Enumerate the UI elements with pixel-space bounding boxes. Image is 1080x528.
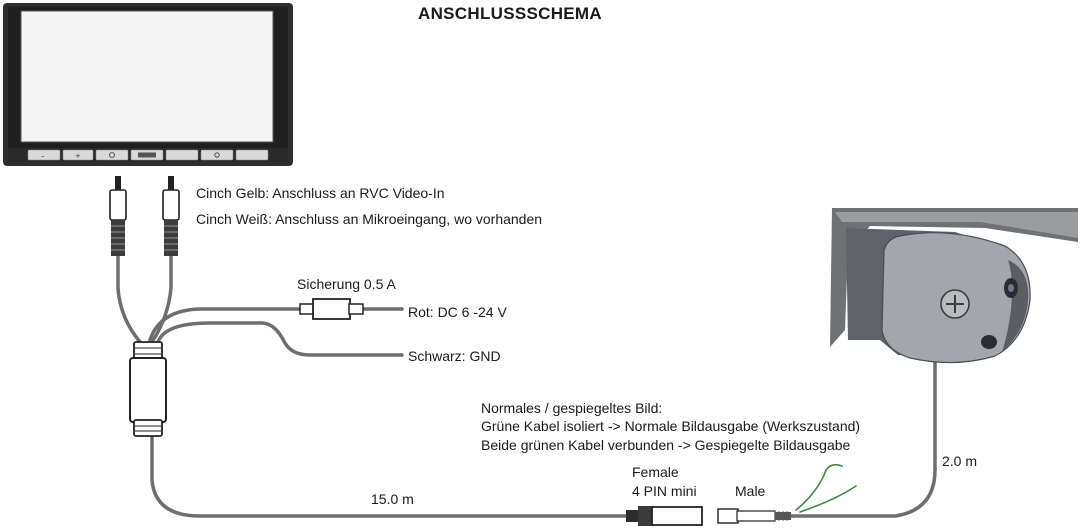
- cinch-plug-yellow: [109, 176, 127, 256]
- cable-camera-2m: [788, 350, 937, 518]
- monitor-button-power: [95, 149, 129, 161]
- lens-reflection: [1008, 284, 1014, 292]
- cable-cinch-yellow: [116, 252, 142, 344]
- label-female-4pin: 4 PIN mini: [632, 483, 697, 499]
- label-male: Male: [735, 483, 766, 499]
- cable-splitter: [129, 341, 167, 437]
- label-mirror-title: Normales / gespiegeltes Bild:: [481, 400, 663, 416]
- cinch-plug-white: [162, 176, 180, 256]
- camera-face: [1002, 260, 1029, 352]
- label-female: Female: [632, 464, 679, 480]
- diagram-title: ANSCHLUSSSCHEMA: [418, 4, 602, 23]
- monitor-button-menu: [235, 149, 269, 161]
- camera-ir-led: [981, 335, 997, 349]
- monitor-button-minus: [27, 149, 61, 161]
- label-cinch-white: Cinch Weiß: Anschluss an Mikroeingang, w…: [196, 211, 543, 227]
- label-red-power: Rot: DC 6 -24 V: [408, 304, 507, 320]
- label-length-main: 15.0 m: [371, 491, 414, 507]
- power-icon: [109, 152, 115, 158]
- monitor-button-mode: [200, 149, 234, 161]
- rear-camera: [830, 208, 1078, 364]
- source-icon: [138, 152, 156, 158]
- monitor-button-mic: [165, 149, 199, 161]
- minus-glyph: –: [41, 152, 45, 160]
- cable-cinch-white: [150, 252, 173, 344]
- label-cinch-yellow: Cinch Gelb: Anschluss an RVC Video-In: [196, 185, 445, 201]
- monitor-screen: [20, 10, 274, 143]
- label-mirror-line2: Beide grünen Kabel verbunden -> Gespiege…: [481, 437, 851, 453]
- green-mirror-wires: [795, 463, 857, 513]
- cables: [116, 252, 937, 518]
- monitor-unit: – +: [3, 3, 293, 166]
- label-black-gnd: Schwarz: GND: [408, 348, 501, 364]
- male-connector: [717, 508, 791, 524]
- label-fuse: Sicherung 0.5 A: [297, 276, 396, 292]
- monitor-button-plus: [62, 149, 94, 161]
- plus-glyph: +: [75, 152, 81, 160]
- female-4pin-connector: [626, 506, 703, 526]
- cable-red-left: [148, 307, 304, 342]
- cable-main-15m: [150, 432, 632, 518]
- camera-bracket-top: [835, 212, 1078, 238]
- mode-icon: [214, 152, 220, 158]
- label-length-camera: 2.0 m: [942, 453, 978, 469]
- fuse-holder: [299, 298, 364, 320]
- label-mirror-line1: Grüne Kabel isoliert -> Normale Bildausg…: [481, 418, 861, 434]
- cable-black: [156, 321, 404, 357]
